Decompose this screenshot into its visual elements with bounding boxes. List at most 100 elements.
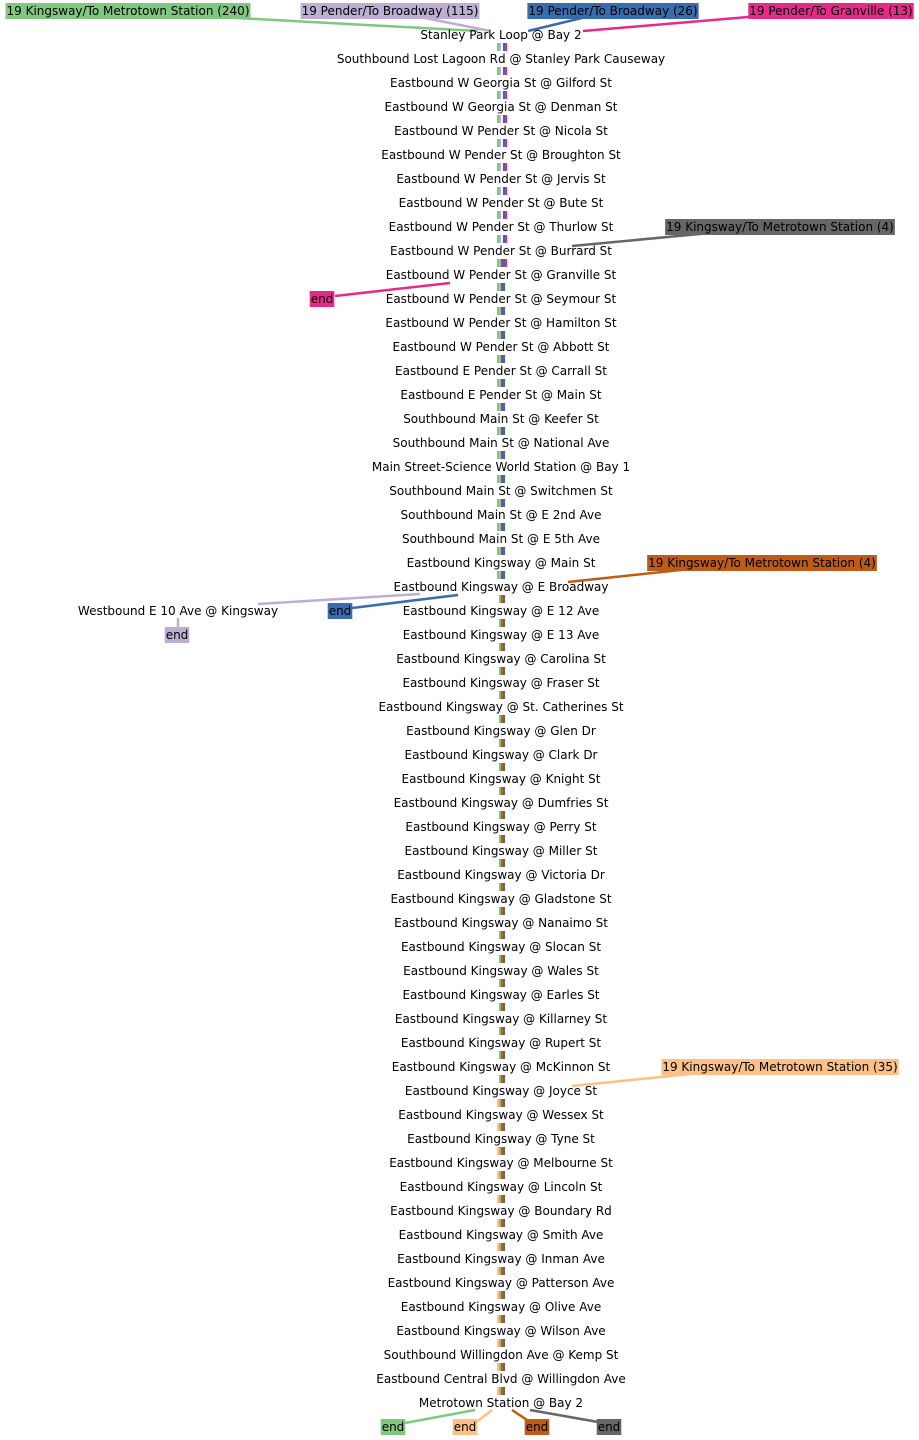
- end-label-box: [380, 1419, 406, 1435]
- stop-label: Eastbound E Pender St @ Carrall St: [395, 364, 607, 378]
- stop-label: Eastbound Kingsway @ Earles St: [402, 988, 599, 1002]
- route-start-label-box: [5, 3, 251, 19]
- end-label: end: [452, 1419, 478, 1435]
- stop-label: Eastbound Kingsway @ Victoria Dr: [397, 868, 605, 882]
- stop-label: Eastbound Kingsway @ Slocan St: [401, 940, 601, 954]
- stop-labels: Stanley Park Loop @ Bay 2 Southbound Lost…: [78, 28, 665, 1410]
- stop-label: Eastbound Kingsway @ Tyne St: [407, 1132, 595, 1146]
- end-label-box: [524, 1419, 550, 1435]
- stop-label: Southbound Main St @ Switchmen St: [389, 484, 613, 498]
- stop-label: Eastbound Kingsway @ Dumfries St: [394, 796, 609, 810]
- stop-label: Eastbound Kingsway @ Rupert St: [401, 1036, 602, 1050]
- stop-label: Main Street-Science World Station @ Bay …: [372, 460, 630, 474]
- stop-label: Eastbound W Pender St @ Bute St: [399, 196, 604, 210]
- stop-label: Eastbound Kingsway @ Fraser St: [402, 676, 599, 690]
- label-connector: [404, 1408, 476, 1425]
- end-label-text: end: [526, 1420, 549, 1434]
- stop-label: Eastbound Kingsway @ Melbourne St: [389, 1156, 613, 1170]
- stop-label: Eastbound W Pender St @ Broughton St: [381, 148, 621, 162]
- stop-label: Eastbound W Pender St @ Abbott St: [392, 340, 609, 354]
- stop-label: Eastbound W Pender St @ Burrard St: [390, 244, 612, 258]
- stop-label: Stanley Park Loop @ Bay 2: [420, 28, 581, 42]
- stop-label: Southbound Main St @ E 2nd Ave: [401, 508, 602, 522]
- stop-label: Eastbound W Georgia St @ Denman St: [384, 100, 617, 114]
- label-connector: [567, 567, 691, 584]
- stop-label: Southbound Main St @ Keefer St: [403, 412, 599, 426]
- route-start-label: 19 Pender/To Broadway (115): [300, 3, 480, 19]
- end-label-box: [309, 291, 335, 307]
- route-start-label-text: 19 Kingsway/To Metrotown Station (4): [666, 220, 894, 234]
- label-connector: [351, 593, 459, 610]
- route-start-label-box: [661, 1059, 899, 1075]
- route-start-label-text: 19 Pender/To Broadway (115): [302, 4, 479, 18]
- stop-label: Eastbound Kingsway @ Wessex St: [398, 1108, 604, 1122]
- stop-label: Eastbound Kingsway @ Knight St: [402, 772, 601, 786]
- label-connector: [257, 592, 421, 606]
- stop-label: Eastbound Kingsway @ Wales St: [403, 964, 599, 978]
- label-connector: [571, 1071, 701, 1088]
- route-start-label: 19 Kingsway/To Metrotown Station (35): [661, 1059, 899, 1075]
- route-start-label-text: 19 Kingsway/To Metrotown Station (35): [662, 1060, 897, 1074]
- stop-label: Eastbound W Pender St @ Granville St: [386, 268, 617, 282]
- end-label-box: [164, 627, 190, 643]
- stop-label: Eastbound Kingsway @ Killarney St: [395, 1012, 608, 1026]
- stop-label: Eastbound Kingsway @ Olive Ave: [401, 1300, 601, 1314]
- branch-stop-label: Westbound E 10 Ave @ Kingsway: [78, 604, 278, 618]
- end-label-box: [452, 1419, 478, 1435]
- stop-label: Southbound Lost Lagoon Rd @ Stanley Park…: [337, 52, 665, 66]
- stop-label: Eastbound E Pender St @ Main St: [400, 388, 601, 402]
- end-label-text: end: [454, 1420, 477, 1434]
- label-connector: [582, 14, 761, 33]
- stop-label: Eastbound Kingsway @ Gladstone St: [390, 892, 611, 906]
- end-label-text: end: [382, 1420, 405, 1434]
- stop-label: Eastbound W Pender St @ Seymour St: [386, 292, 617, 306]
- label-connector: [571, 231, 711, 248]
- route-start-label: 19 Kingsway/To Metrotown Station (4): [647, 555, 877, 571]
- route-start-label-box: [300, 3, 480, 19]
- stop-label: Eastbound Kingsway @ Boundary Rd: [390, 1204, 612, 1218]
- route-start-label-text: 19 Pender/To Granville (13): [749, 4, 912, 18]
- stop-label: Eastbound Kingsway @ Miller St: [405, 844, 598, 858]
- stop-label: Eastbound Central Blvd @ Willingdon Ave: [376, 1372, 625, 1386]
- end-label-text: end: [166, 628, 189, 642]
- route-start-label-box: [527, 3, 699, 19]
- end-label-box: [327, 603, 353, 619]
- end-label: end: [380, 1419, 406, 1435]
- end-label: end: [164, 627, 190, 643]
- stop-label: Eastbound Kingsway @ E 12 Ave: [403, 604, 600, 618]
- route-start-label: 19 Kingsway/To Metrotown Station (240): [5, 3, 251, 19]
- end-label-text: end: [311, 292, 334, 306]
- stop-label: Eastbound W Pender St @ Nicola St: [394, 124, 608, 138]
- route-start-label-text: 19 Pender/To Broadway (26): [528, 4, 697, 18]
- stop-label: Eastbound Kingsway @ E 13 Ave: [403, 628, 600, 642]
- stop-label: Eastbound W Pender St @ Thurlow St: [389, 220, 614, 234]
- end-label: end: [327, 603, 353, 619]
- stop-label: Eastbound Kingsway @ Patterson Ave: [388, 1276, 615, 1290]
- stop-label: Southbound Willingdon Ave @ Kemp St: [384, 1348, 619, 1362]
- route-start-label: 19 Kingsway/To Metrotown Station (4): [665, 219, 895, 235]
- stop-label: Eastbound Kingsway @ McKinnon St: [392, 1060, 611, 1074]
- stop-label: Eastbound Kingsway @ Wilson Ave: [396, 1324, 605, 1338]
- stop-label: Southbound Main St @ National Ave: [393, 436, 610, 450]
- stop-label: Eastbound W Georgia St @ Gilford St: [390, 76, 612, 90]
- route-start-label-box: [665, 219, 895, 235]
- stop-label: Southbound Main St @ E 5th Ave: [402, 532, 600, 546]
- stop-label: Eastbound Kingsway @ St. Catherines St: [378, 700, 623, 714]
- route-start-label-box: [748, 3, 914, 19]
- stop-label: Eastbound Kingsway @ Perry St: [405, 820, 596, 834]
- end-label: end: [309, 291, 335, 307]
- end-label-text: end: [329, 604, 352, 618]
- route-labels: 19 Kingsway/To Metrotown Station (240) 19…: [5, 3, 914, 1075]
- stop-label: Eastbound Kingsway @ Nanaimo St: [394, 916, 608, 930]
- end-label: end: [596, 1419, 622, 1435]
- label-connector: [334, 281, 451, 298]
- end-label: end: [524, 1419, 550, 1435]
- stop-label: Eastbound Kingsway @ Inman Ave: [397, 1252, 605, 1266]
- route-start-label: 19 Pender/To Broadway (26): [527, 3, 699, 19]
- route-start-label-box: [647, 555, 877, 571]
- stop-label: Eastbound Kingsway @ Lincoln St: [400, 1180, 603, 1194]
- stop-label: Eastbound Kingsway @ Smith Ave: [399, 1228, 604, 1242]
- label-connector: [474, 1409, 493, 1424]
- stop-label: Eastbound Kingsway @ Glen Dr: [406, 724, 596, 738]
